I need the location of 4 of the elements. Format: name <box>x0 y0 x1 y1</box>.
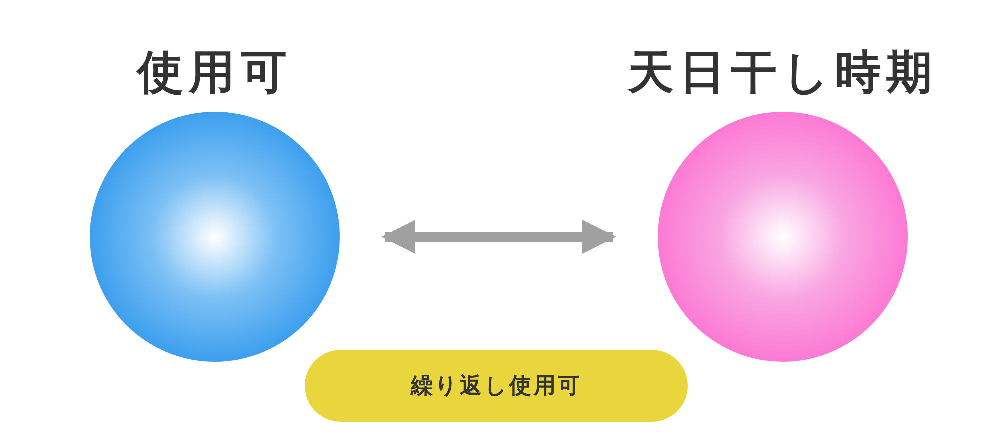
rounded-label: 繰り返し使用可 <box>305 350 688 422</box>
circle-heading: 使用可 <box>138 44 292 101</box>
circle-heading: 天日干し時期 <box>628 44 938 101</box>
double-arrow <box>382 220 616 254</box>
